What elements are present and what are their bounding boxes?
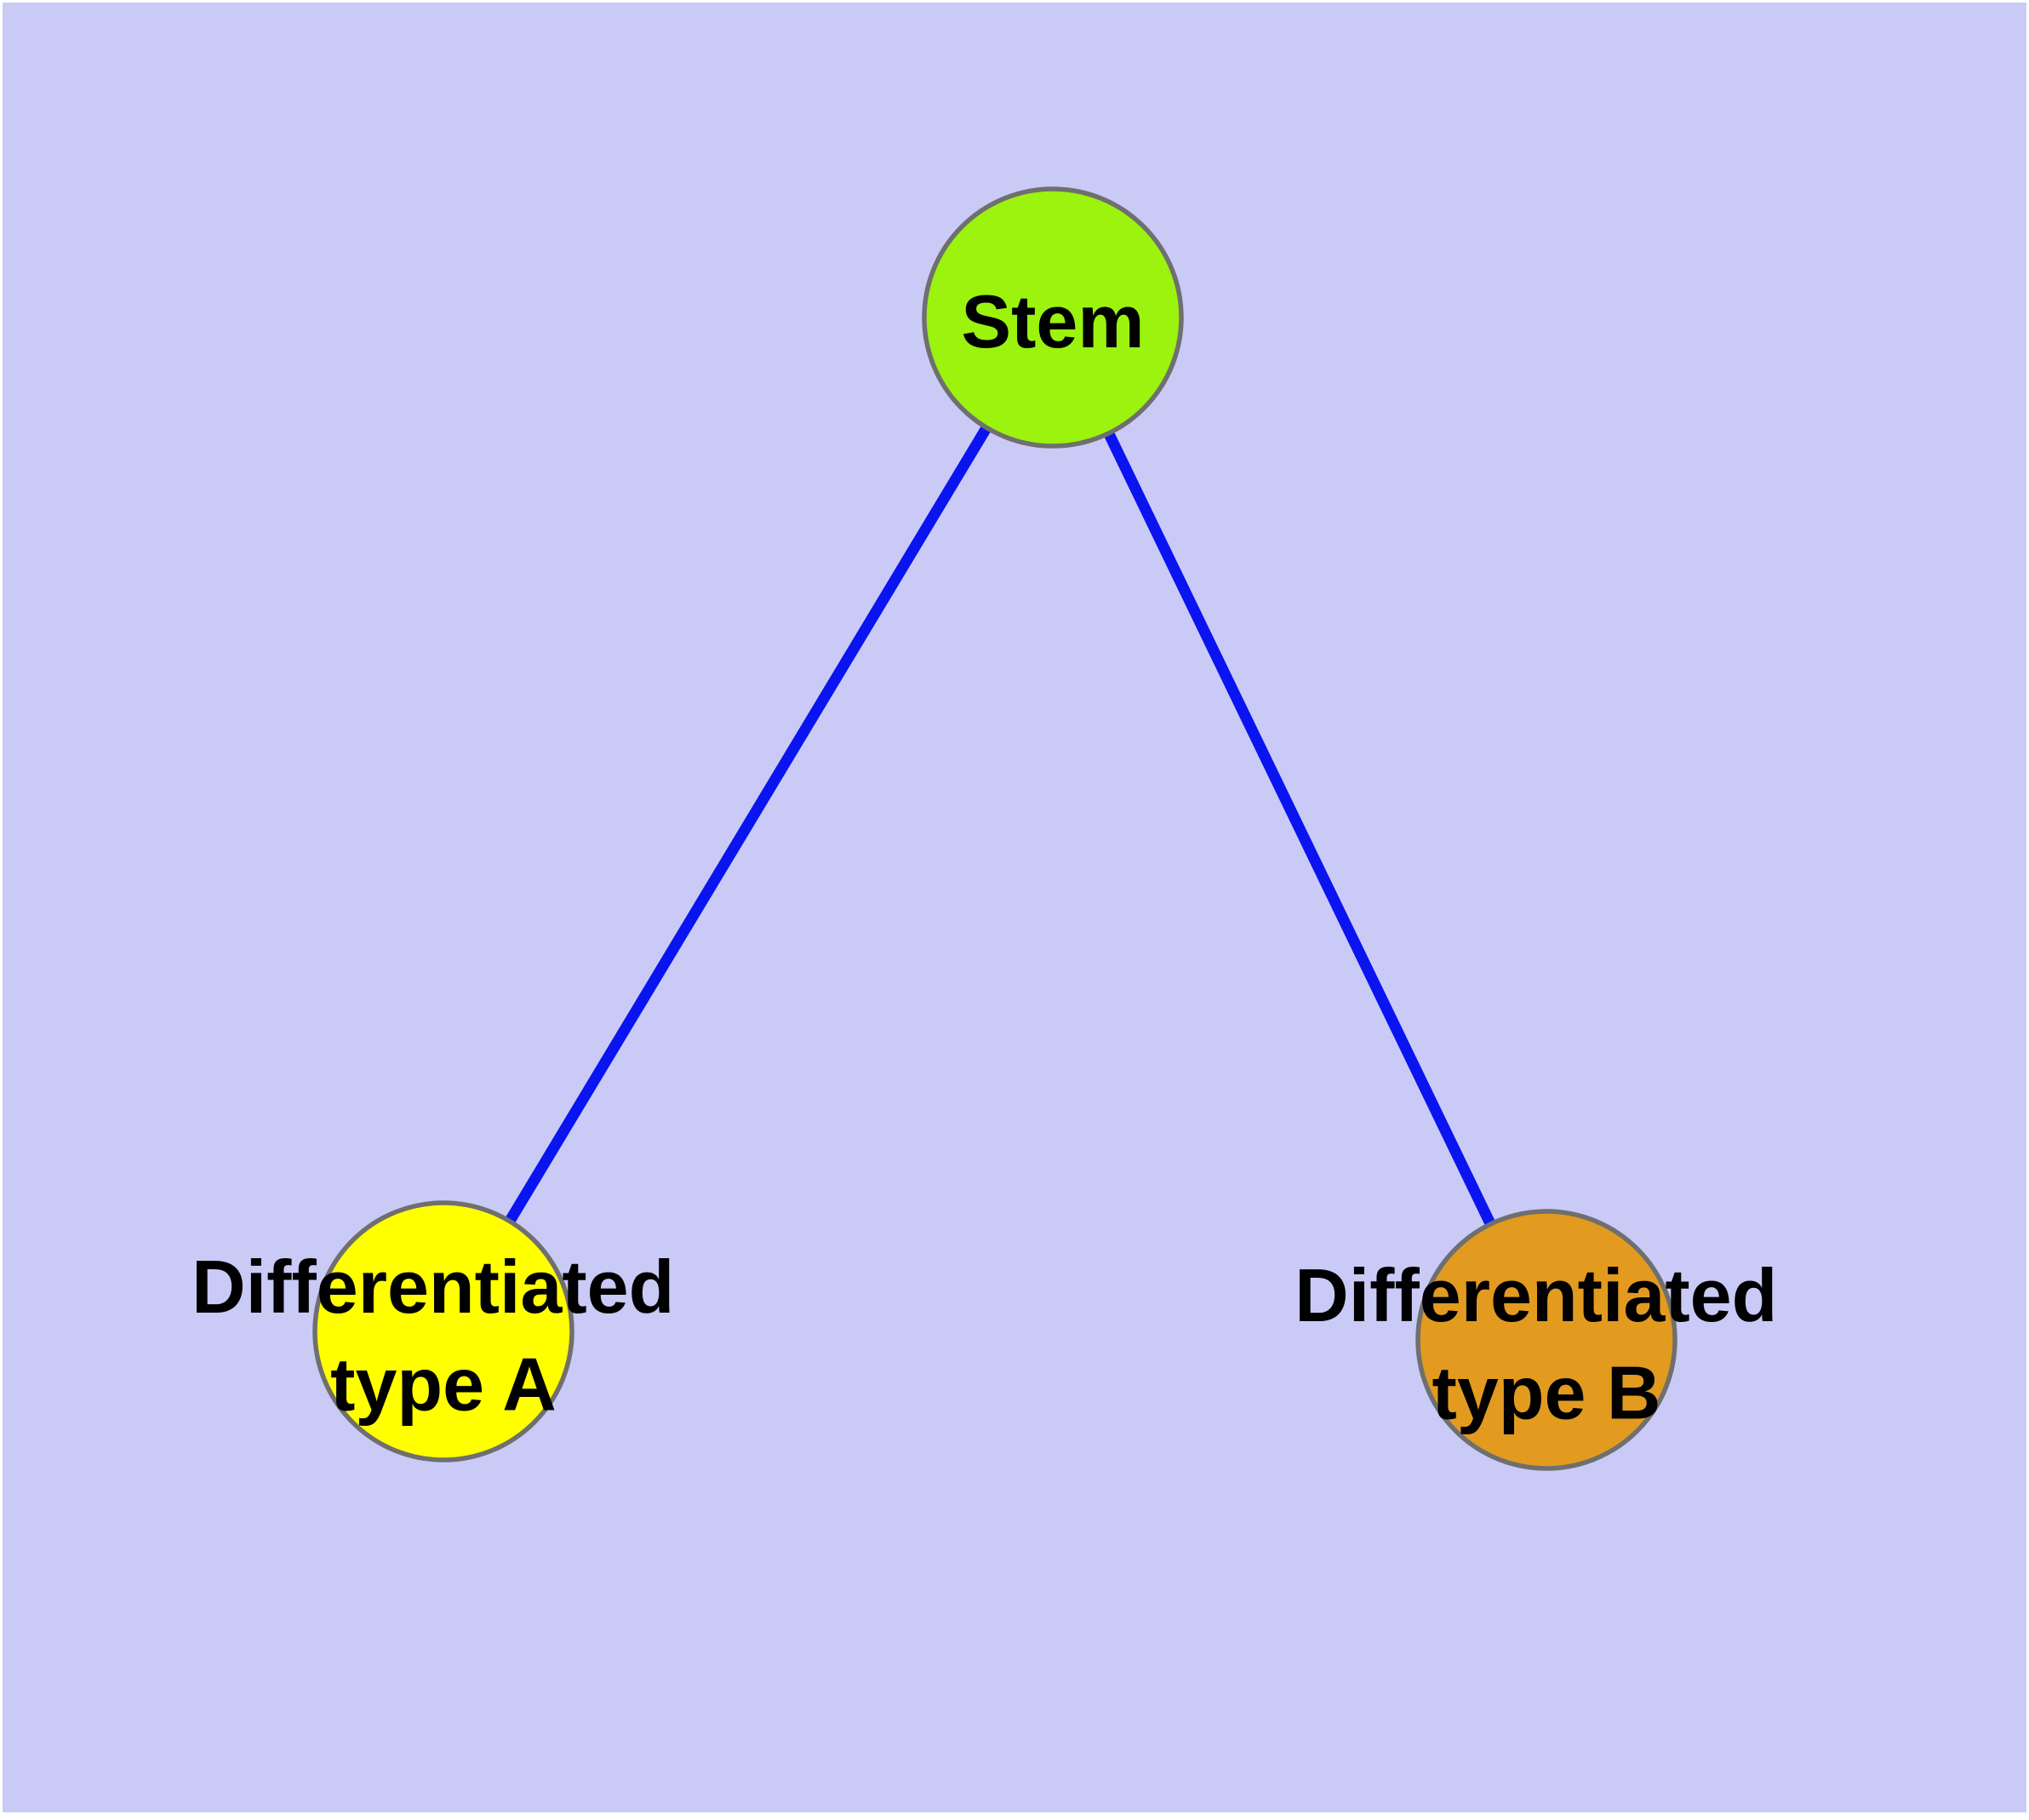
edge-stem-to-type-a[interactable] xyxy=(438,314,1058,1335)
node-type-b[interactable] xyxy=(1415,1209,1677,1471)
node-stem-label: Stem xyxy=(961,279,1144,363)
node-type-a[interactable] xyxy=(312,1200,574,1462)
node-stem-circle[interactable] xyxy=(922,186,1184,449)
node-type-b-label-line1: Differentiated xyxy=(1295,1253,1777,1337)
node-type-b-circle[interactable] xyxy=(1415,1209,1677,1471)
node-type-b-label-line2: type B xyxy=(1432,1350,1661,1434)
node-type-b-label: Differentiated type B xyxy=(1295,1253,1798,1434)
node-stem[interactable] xyxy=(922,186,1184,449)
node-type-a-label: Differentiated type A xyxy=(191,1245,695,1426)
node-type-a-circle[interactable] xyxy=(312,1200,574,1462)
node-type-a-label-line2: type A xyxy=(330,1342,557,1426)
node-type-a-label-line1: Differentiated xyxy=(191,1245,674,1329)
edge-stem-to-type-b[interactable] xyxy=(1048,315,1552,1342)
